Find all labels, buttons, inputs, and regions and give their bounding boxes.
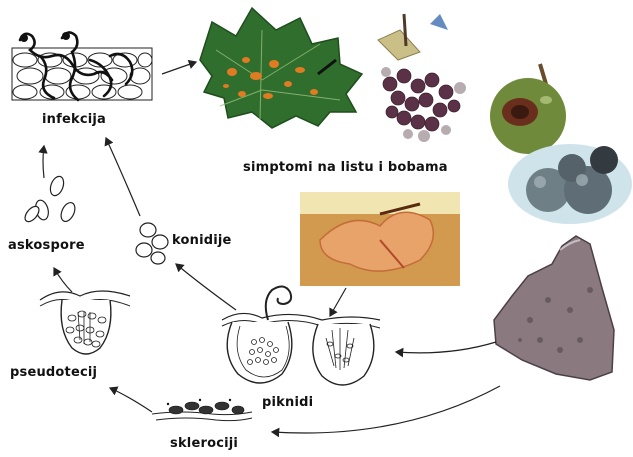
infection-illustration (12, 32, 152, 100)
arrow-infection-to-symptoms (162, 62, 196, 74)
label-conidia: konidije (172, 233, 232, 248)
mummified-berry-photo (494, 236, 614, 380)
leaf-photo (200, 8, 362, 128)
pseudothecium-illustration (40, 291, 130, 354)
label-ascospores: askospore (8, 238, 85, 253)
berry-lesion-photo (490, 64, 566, 154)
arrow-pseudothecium-to-ascospores (54, 268, 72, 292)
label-sclerotia: sklerociji (170, 436, 238, 451)
grape-cluster-photo (378, 14, 466, 142)
label-pseudothecium: pseudotecij (10, 365, 97, 380)
label-infection: infekcija (42, 112, 106, 127)
culture-photo (300, 192, 460, 286)
arrow-conidia-to-infection (106, 138, 140, 216)
mummified-berries-photo (508, 144, 632, 224)
pycnidia-illustration (222, 286, 380, 385)
conidia-illustration (136, 223, 168, 264)
label-symptoms: simptomi na listu i bobama (243, 160, 448, 175)
arrow-ascospores-to-infection (43, 146, 44, 178)
ascospores-illustration (22, 175, 77, 225)
arrow-mummy-to-pycnidia (396, 342, 496, 353)
arrow-pycnidia-to-conidia (176, 264, 236, 310)
label-pycnidia: piknidi (262, 395, 313, 410)
arrow-culture-to-pycnidia (330, 288, 346, 316)
arrow-sclerotia-to-pseudothecium (110, 388, 152, 412)
sclerotia-illustration (152, 399, 252, 421)
